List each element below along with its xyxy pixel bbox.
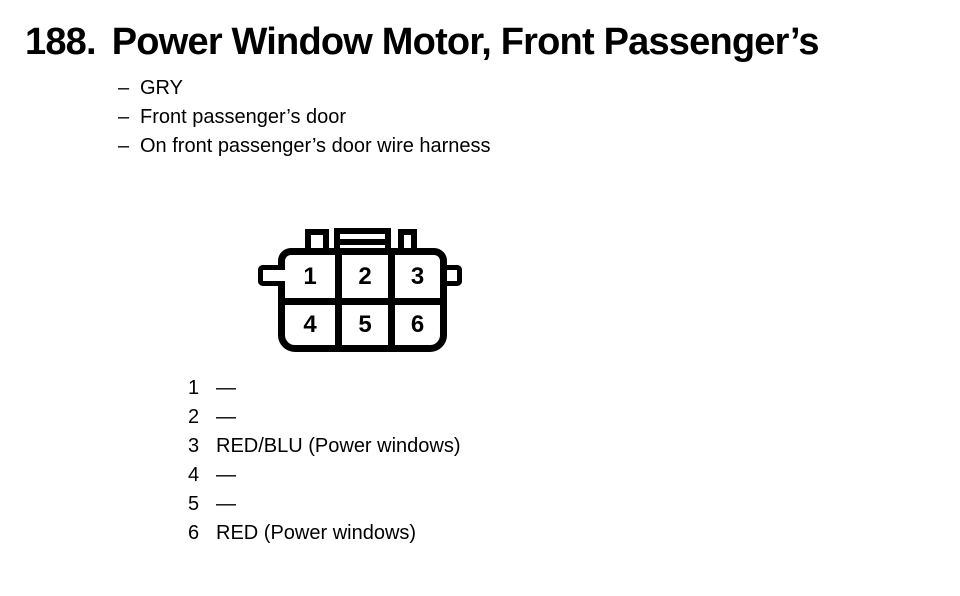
wire-value: RED/BLU (Power windows): [216, 435, 461, 457]
pin-number: 2: [188, 406, 200, 428]
bullet-dash: –: [118, 135, 130, 157]
pin-cavity-5: 5: [358, 311, 372, 338]
pin-cavity-1: 1: [303, 262, 317, 290]
pinout-row: 6 RED (Power windows): [188, 519, 461, 548]
pin-number: 5: [188, 493, 200, 515]
pin-number: 6: [188, 522, 200, 544]
pin-cavity-4: 4: [303, 311, 317, 338]
section-number: 188.: [25, 21, 97, 63]
pinout-row: 3 RED/BLU (Power windows): [188, 432, 461, 461]
pinout-row: 4—: [188, 461, 461, 490]
pin-cavity-3: 3: [410, 262, 425, 290]
pinout-row: 5—: [188, 490, 461, 519]
bullet-dash: –: [118, 106, 130, 128]
connector-latch-bar: [339, 239, 386, 245]
connector-ear-left: [258, 265, 285, 286]
detail-text-location: Front passenger’s door: [140, 106, 347, 128]
bullet-dash: –: [118, 77, 130, 99]
pin-cavity-6: 6: [410, 311, 425, 338]
detail-row: – GRY: [118, 74, 491, 103]
wire-value: —: [216, 464, 236, 486]
connector-ear-right: [447, 265, 462, 286]
section-heading: 188. Power Window Motor, Front Passenger…: [25, 21, 820, 63]
detail-row: – On front passenger’s door wire harness: [118, 132, 491, 161]
connector-latch: [334, 228, 391, 249]
pin-cavity-2: 2: [358, 262, 372, 290]
connector-tab-left: [305, 229, 329, 250]
detail-row: – Front passenger’s door: [118, 103, 491, 132]
grid-divider-horizontal: [285, 298, 440, 305]
wire-value: —: [216, 493, 236, 515]
detail-text-harness: On front passenger’s door wire harness: [140, 135, 491, 157]
pin-number: 1: [188, 377, 200, 399]
connector-details: – GRY – Front passenger’s door – On fron…: [118, 74, 491, 161]
connector-body: 1 2 3 4 5 6: [278, 248, 447, 352]
pinout-row: 1—: [188, 374, 461, 403]
wire-value: —: [216, 406, 236, 428]
wire-value: —: [216, 377, 236, 399]
section-title: Power Window Motor, Front Passenger’s: [111, 21, 820, 63]
connector-diagram: 1 2 3 4 5 6: [257, 228, 463, 354]
wire-value: RED (Power windows): [216, 522, 417, 544]
pin-number: 3: [188, 435, 200, 457]
pinout-row: 2—: [188, 403, 461, 432]
pin-number: 4: [188, 464, 200, 486]
detail-text-color: GRY: [140, 77, 183, 99]
connector-tab-right: [398, 229, 417, 250]
